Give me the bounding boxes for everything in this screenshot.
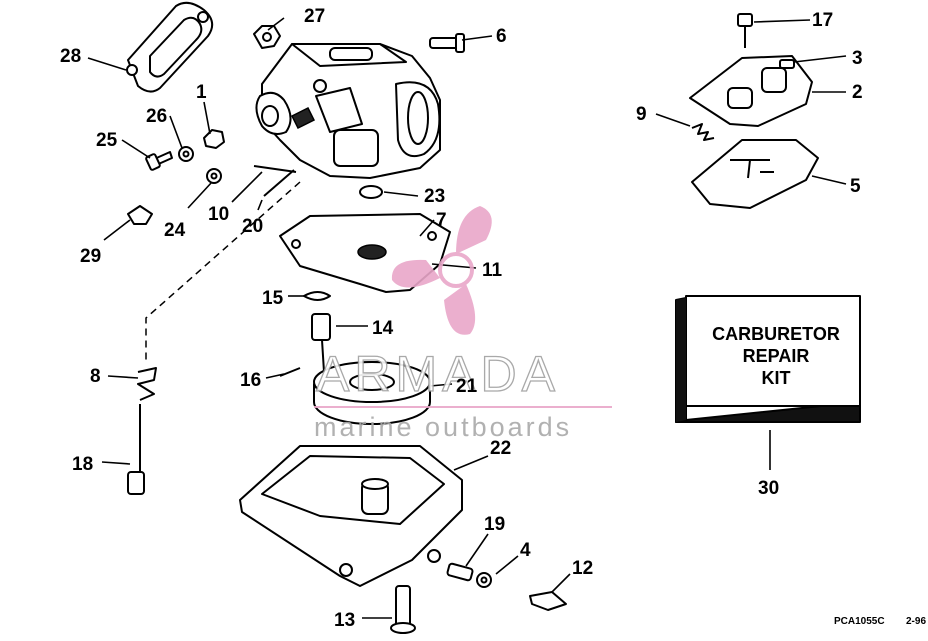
part-washer-26 (178, 146, 194, 162)
callout-26: 26 (146, 106, 167, 127)
part-pin-20 (263, 169, 295, 197)
callout-23: 23 (424, 186, 445, 207)
callout-18: 18 (72, 454, 93, 475)
part-spring-9 (691, 123, 715, 141)
repair-kit-label: CARBURETOR REPAIR KIT (712, 324, 840, 388)
callout-24: 24 (164, 220, 186, 241)
callout-28: 28 (60, 46, 81, 67)
part-fitting-3 (779, 59, 795, 69)
part-plug-29 (127, 205, 153, 225)
part-nut-27 (253, 25, 281, 49)
callout-2: 2 (852, 82, 863, 103)
callout-16: 16 (240, 370, 261, 391)
callout-22: 22 (490, 438, 511, 459)
callout-7: 7 (436, 210, 447, 231)
callout-25: 25 (96, 130, 118, 151)
diagram-code: PCA1055C (834, 616, 885, 627)
callout-10: 10 (208, 204, 229, 225)
part-float-21 (313, 361, 431, 425)
diagram-date: 2-96 (906, 616, 926, 627)
part-jet-19 (446, 562, 474, 582)
part-fitting-6 (429, 33, 465, 53)
kit-label-line-2: REPAIR (743, 346, 810, 366)
leader-lines (87, 17, 847, 619)
part-screw-25 (145, 151, 173, 171)
callout-15: 15 (262, 288, 284, 309)
part-repair-kit-30 (675, 295, 861, 423)
callout-21: 21 (456, 376, 478, 397)
callout-20: 20 (242, 216, 263, 237)
part-pin-10 (253, 165, 297, 173)
part-carburetor-body (255, 43, 441, 179)
part-valve-14 (311, 313, 331, 373)
callout-14: 14 (372, 318, 394, 339)
watermark-tagline: marine outboards (314, 412, 572, 442)
part-float-bowl-22 (239, 445, 463, 587)
part-gasket-28 (126, 1, 214, 93)
part-gasket-5 (691, 139, 819, 209)
part-needle-18 (127, 404, 145, 495)
part-washer-24 (206, 168, 222, 184)
callout-4: 4 (520, 540, 531, 561)
part-washer-4 (476, 572, 492, 588)
part-plug-23 (359, 185, 383, 199)
callout-12: 12 (572, 558, 593, 579)
part-nut-1 (203, 129, 225, 149)
callout-9: 9 (636, 104, 647, 125)
part-screw-13 (390, 585, 416, 634)
callout-1: 1 (196, 82, 207, 103)
kit-label-line-1: CARBURETOR (712, 324, 840, 344)
propeller-logo-icon (391, 206, 492, 335)
part-cover-2 (689, 55, 813, 127)
callout-labels: 27 6 28 1 26 25 24 10 20 23 29 7 11 15 1… (60, 6, 863, 631)
callout-6: 6 (496, 26, 507, 47)
callout-17: 17 (812, 10, 833, 31)
armada-watermark: ARMADA marine outboards (314, 206, 612, 442)
callout-13: 13 (334, 610, 355, 631)
kit-label-line-3: KIT (762, 368, 791, 388)
part-screw-17 (737, 13, 753, 48)
callout-30: 30 (758, 478, 779, 499)
callout-19: 19 (484, 514, 505, 535)
alignment-dash-line (145, 181, 301, 364)
callout-8: 8 (90, 366, 101, 387)
callout-29: 29 (80, 246, 101, 267)
part-clip-15 (303, 291, 331, 301)
callout-5: 5 (850, 176, 861, 197)
callout-3: 3 (852, 48, 863, 69)
part-spring-8 (137, 367, 157, 401)
part-fitting-12 (529, 591, 567, 611)
watermark-brand: ARMADA (316, 346, 560, 402)
callout-11: 11 (482, 260, 503, 281)
callout-27: 27 (304, 6, 325, 27)
